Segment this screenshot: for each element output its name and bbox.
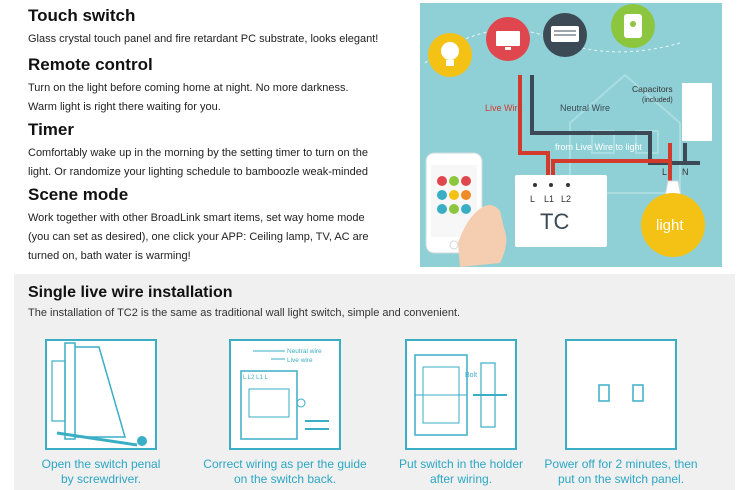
section-title: Single live wire installation — [28, 284, 233, 301]
live-wire — [518, 75, 550, 189]
step-caption: Power off for 2 minutes, then put on the… — [544, 457, 698, 486]
feature-title: Scene mode — [28, 185, 129, 204]
capacitors-label: Capacitors — [632, 84, 673, 94]
lamp-terminal-label: L — [662, 167, 667, 177]
panel-icon — [565, 339, 677, 450]
feature-touch-switch: Touch switch Glass crystal touch panel a… — [28, 6, 403, 49]
capacitor — [682, 83, 712, 141]
light-bulb-icon — [641, 180, 705, 257]
live-wire-label: Live Wire — [485, 103, 523, 113]
step-put-in-holder: Bolt Put switch in the holder after wiri… — [376, 339, 546, 487]
tc-device — [515, 175, 607, 247]
feature-text: Turn on the light before coming home at … — [28, 82, 349, 113]
terminal-label: L — [530, 194, 535, 204]
installation-section: Single live wire installation The instal… — [14, 274, 735, 490]
device-label: TC — [540, 209, 569, 234]
hand-icon — [458, 204, 507, 267]
screwdriver-icon — [45, 339, 157, 450]
feature-title: Remote control — [28, 55, 153, 74]
from-live-wire-label: from Live Wire to light — [555, 142, 643, 152]
terminal-label: L1 — [544, 194, 554, 204]
feature-timer: Timer Comfortably wake up in the morning… — [28, 120, 403, 182]
wiring-illustration: Live Wire Neutral Wire from Live Wire to… — [420, 3, 722, 267]
step-caption: Correct wiring as per the guide on the s… — [203, 457, 367, 486]
terminal-text: L L2 L1 L — [243, 375, 268, 381]
holder-icon: Bolt — [405, 339, 517, 450]
step-caption: Put switch in the holder after wiring. — [398, 457, 524, 486]
live-wire-text: Live wire — [287, 357, 313, 364]
feature-scene-mode: Scene mode Work together with other Broa… — [28, 185, 403, 266]
neutral-wire-text: Neutral wire — [287, 348, 322, 355]
feature-text: Glass crystal touch panel and fire retar… — [28, 33, 379, 45]
terminal-label: L2 — [561, 194, 571, 204]
feature-title: Touch switch — [28, 6, 136, 25]
tv-icon — [486, 17, 530, 61]
light-label: light — [656, 217, 684, 234]
lamp-terminal-label: N — [682, 167, 689, 177]
section-description: The installation of TC2 is the same as t… — [28, 307, 461, 319]
bulb-icon — [428, 33, 472, 77]
step-caption: Open the switch penal by screwdriver. — [41, 457, 161, 486]
step-open-switch: Open the switch penal by screwdriver. — [16, 339, 186, 487]
feature-remote-control: Remote control Turn on the light before … — [28, 55, 403, 117]
step-power-off: Power off for 2 minutes, then put on the… — [536, 339, 706, 487]
feature-text: Comfortably wake up in the morning by th… — [28, 147, 368, 178]
step-correct-wiring: Neutral wire Live wire L L2 L1 L Correct… — [200, 339, 370, 487]
feature-title: Timer — [28, 120, 74, 139]
feature-text: Work together with other BroadLink smart… — [28, 212, 369, 262]
bolt-text: Bolt — [465, 372, 477, 379]
smart-plug-icon — [611, 4, 655, 48]
air-conditioner-icon — [543, 13, 587, 57]
wiring-icon: Neutral wire Live wire L L2 L1 L — [229, 339, 341, 450]
included-label: (included) — [642, 97, 673, 104]
neutral-wire-label: Neutral Wire — [560, 103, 610, 113]
